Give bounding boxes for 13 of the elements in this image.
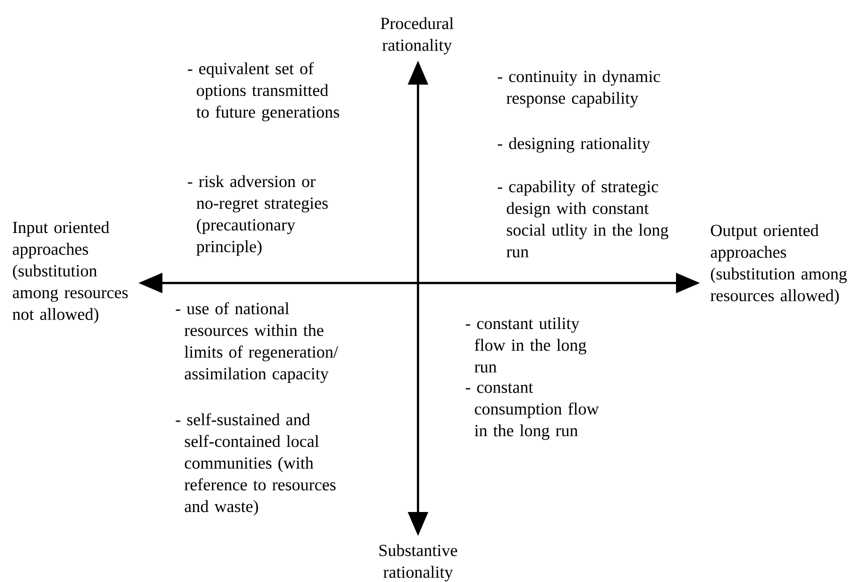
bullet-text: - designing rationality xyxy=(498,137,650,153)
bullet-text: - equivalent set of options transmitted to future generations xyxy=(188,62,340,122)
bullet-text: - risk adversion or no-regret strategies (precautionary principle) xyxy=(188,175,328,256)
bullet-text: - capability of strategic design with constant social utlity in the long run xyxy=(498,180,668,258)
axis-label: Output oriented approaches (substitution among resources allowed) xyxy=(710,224,847,305)
axis-label: Input oriented approaches (substitution among resources not allowed) xyxy=(12,221,128,324)
bullet-text: - self-sustained and self-contained local communities (with reference to resources and waste) xyxy=(176,413,336,516)
bullet-text: - continuity in dynamic response capability xyxy=(498,70,660,108)
bullet-text: - constant consumption flow in the long run xyxy=(466,383,599,440)
axis-label: Substantive rationality xyxy=(379,544,458,582)
bullet-text: - constant utility flow in the long run xyxy=(466,317,586,373)
bullet-text: - use of national resources within the limits of regeneration/ assimilation capacity xyxy=(176,302,338,383)
axis-label: Procedural rationality xyxy=(380,17,454,54)
